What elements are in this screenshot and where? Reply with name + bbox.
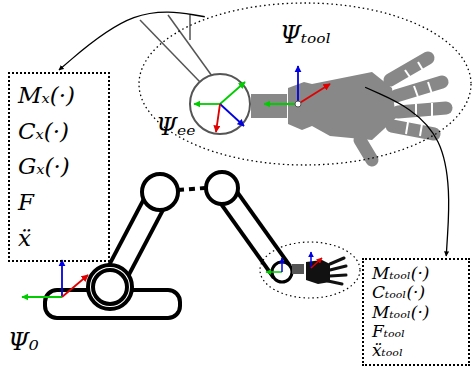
parameter-symbol: Gₓ(·) (18, 154, 70, 179)
robot-arm (45, 172, 292, 318)
parameter-symbol: ẍₜₒₒₗ (372, 341, 403, 360)
zoom-arrow (365, 87, 449, 256)
small-tool (266, 252, 346, 284)
zoom-arrow (59, 12, 205, 70)
frame-label: Ψ₀ (8, 330, 39, 354)
frame-label: Ψₑₑ (156, 114, 196, 140)
zoom-ellipse: ΨₜₒₒₗΨₑₑ (138, 2, 472, 166)
parameter-symbol: Mₓ(·) (18, 83, 75, 108)
parameter-box: Mₜₒₒₗ(·)Cₜₒₒₗ(·)Mₜₒₒₗ(·)Fₜₒₒₗẍₜₒₒₗ (362, 258, 470, 366)
base-frame (22, 260, 88, 297)
parameter-symbol: Cₓ(·) (18, 119, 69, 144)
zoom-region (260, 242, 360, 298)
frame-label: Ψₜₒₒₗ (280, 22, 331, 48)
parameter-symbol: ẍ (18, 226, 31, 251)
zoomed-tool (140, 15, 446, 160)
parameter-symbol: Mₜₒₒₗ(·) (372, 264, 430, 283)
parameter-symbol: Cₜₒₒₗ(·) (372, 283, 425, 302)
parameter-symbol: F (18, 190, 34, 215)
parameter-symbol: Mₜₒₒₗ(·) (372, 303, 430, 322)
parameter-box: Mₓ(·) Cₓ(·) Gₓ(·) Fẍ (8, 72, 110, 262)
parameter-symbol: Fₜₒₒₗ (372, 322, 405, 341)
